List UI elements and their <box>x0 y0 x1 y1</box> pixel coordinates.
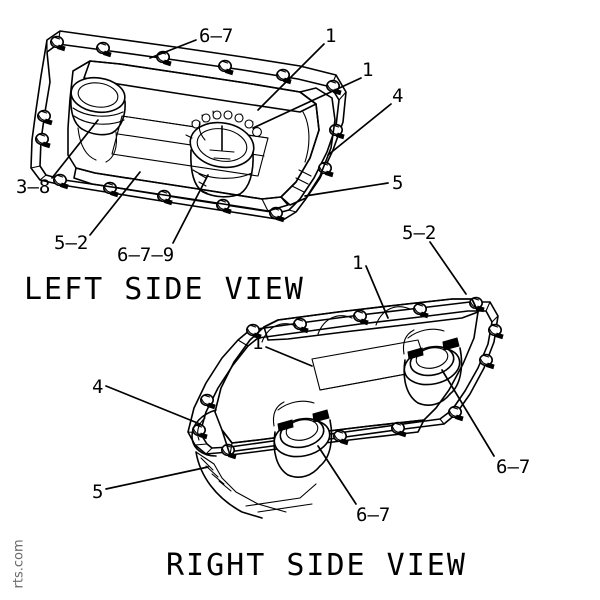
lv-leader-lines <box>51 39 392 244</box>
callout-right-5: 5 <box>92 481 104 503</box>
callout-left-1-lower: 1 <box>362 59 374 81</box>
callout-left-1-upper: 1 <box>325 25 337 47</box>
callout-left-6-7-9: 6–7–9 <box>117 244 175 266</box>
site-watermark: rts.com <box>11 539 27 589</box>
callout-left-3-8: 3–8 <box>16 176 51 198</box>
left-side-view-drawing <box>30 30 347 223</box>
rv-filler-cap-front <box>272 400 333 478</box>
callout-right-5-2: 5–2 <box>402 222 437 244</box>
lv-right-end-flange <box>280 87 336 206</box>
callout-left-5: 5 <box>392 172 404 194</box>
rv-rail-fasteners <box>192 296 504 460</box>
callout-right-6-7-rear: 6–7 <box>496 456 531 478</box>
callout-left-4: 4 <box>392 85 404 107</box>
right-side-view-title: RIGHT SIDE VIEW <box>166 548 467 583</box>
rv-leader-lines <box>105 241 495 505</box>
callout-left-6-7: 6–7 <box>199 25 234 47</box>
callout-right-4: 4 <box>92 376 104 398</box>
rv-cover-body <box>191 298 479 519</box>
rv-top-scallops <box>261 306 411 343</box>
left-side-view-title: LEFT SIDE VIEW <box>24 272 305 307</box>
lv-breather-cap-left <box>70 76 126 163</box>
callout-right-1-upper: 1 <box>352 252 364 274</box>
callout-left-5-2: 5–2 <box>54 232 89 254</box>
rv-filler-cap-rear <box>402 328 463 406</box>
callout-right-1-lower: 1 <box>252 332 264 354</box>
callout-right-6-7-front: 6–7 <box>356 504 391 526</box>
lv-filler-assembly-center <box>185 110 262 198</box>
right-side-view-drawing <box>187 296 504 519</box>
